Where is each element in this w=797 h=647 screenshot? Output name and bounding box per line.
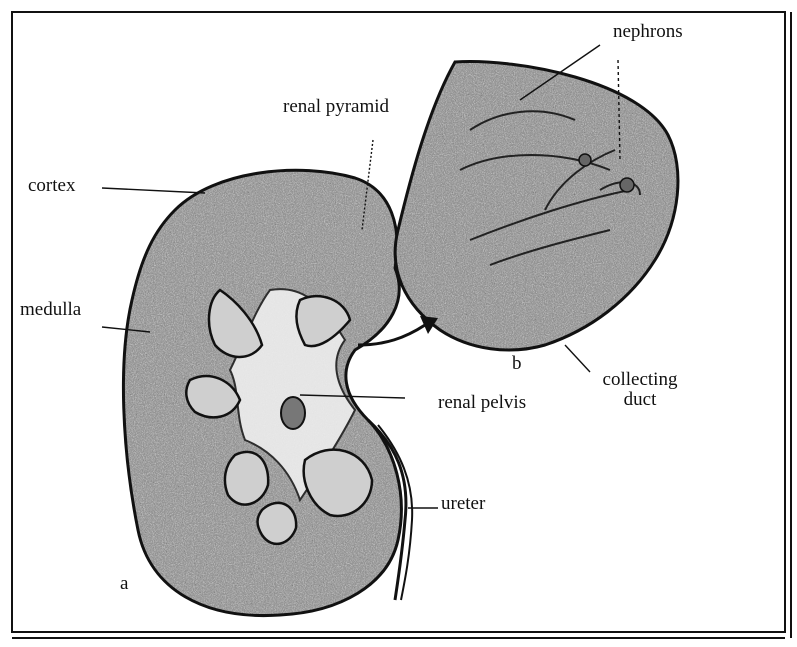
- label-panel-b: b: [512, 354, 522, 374]
- label-collecting-line1: collecting: [603, 369, 678, 390]
- pyramid-5: [258, 503, 297, 544]
- label-cortex: cortex: [28, 176, 75, 196]
- label-panel-a: a: [120, 574, 128, 594]
- label-ureter: ureter: [441, 494, 485, 514]
- kidney-section: [110, 160, 420, 630]
- pyramid-enlargement: [390, 55, 690, 360]
- label-renal-pelvis: renal pelvis: [438, 393, 526, 413]
- label-medulla: medulla: [20, 300, 81, 320]
- label-renal-pyramid: renal pyramid: [283, 97, 389, 117]
- label-collecting-duct: collecting duct: [588, 370, 692, 410]
- label-nephrons: nephrons: [613, 22, 683, 42]
- collecting-duct-leader: [565, 345, 590, 372]
- label-collecting-line2: duct: [624, 389, 657, 410]
- pyramid-4: [225, 452, 268, 505]
- cortex-leader: [102, 188, 205, 193]
